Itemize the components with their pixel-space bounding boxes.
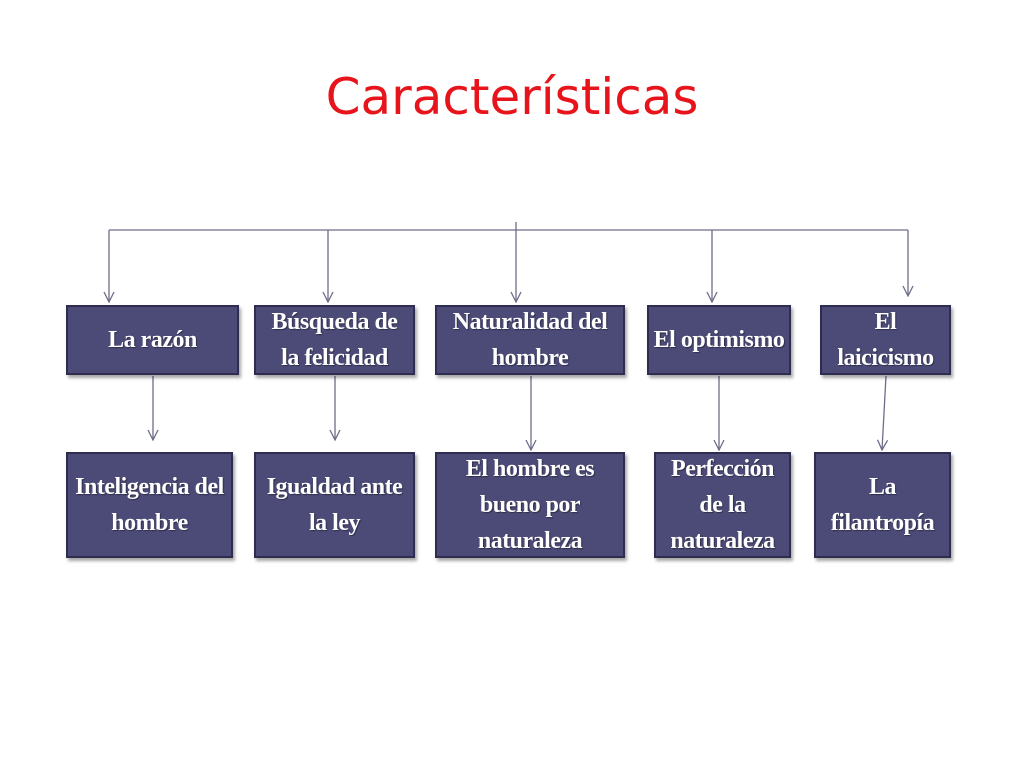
page-title: Características xyxy=(325,68,699,126)
box-hombre-bueno: El hombre es bueno por naturaleza xyxy=(435,452,625,558)
arrow-laicicismo-to-filantropia xyxy=(882,375,886,450)
box-filantropia: La filantropía xyxy=(814,452,951,558)
box-label: El optimismo xyxy=(653,327,785,353)
box-label: El hombre es bueno por naturaleza xyxy=(465,456,595,554)
box-laicicismo: El laicicismo xyxy=(820,305,951,375)
box-label: Naturalidad del hombre xyxy=(452,309,608,371)
box-label: Perfección de la naturaleza xyxy=(670,456,775,554)
box-label: Inteligencia del hombre xyxy=(75,474,224,536)
box-label: La razón xyxy=(108,327,197,353)
box-label: Búsqueda de la felicidad xyxy=(271,309,398,371)
box-label: Igualdad ante la ley xyxy=(266,474,403,536)
box-label: El laicicismo xyxy=(837,309,934,371)
box-label: La filantropía xyxy=(830,474,935,536)
box-la-razon: La razón xyxy=(66,305,239,375)
box-busqueda-felicidad: Búsqueda de la felicidad xyxy=(254,305,415,375)
box-igualdad-ley: Igualdad ante la ley xyxy=(254,452,415,558)
box-inteligencia-hombre: Inteligencia del hombre xyxy=(66,452,233,558)
box-perfeccion-naturaleza: Perfección de la naturaleza xyxy=(654,452,791,558)
box-naturalidad-hombre: Naturalidad del hombre xyxy=(435,305,625,375)
box-optimismo: El optimismo xyxy=(647,305,791,375)
